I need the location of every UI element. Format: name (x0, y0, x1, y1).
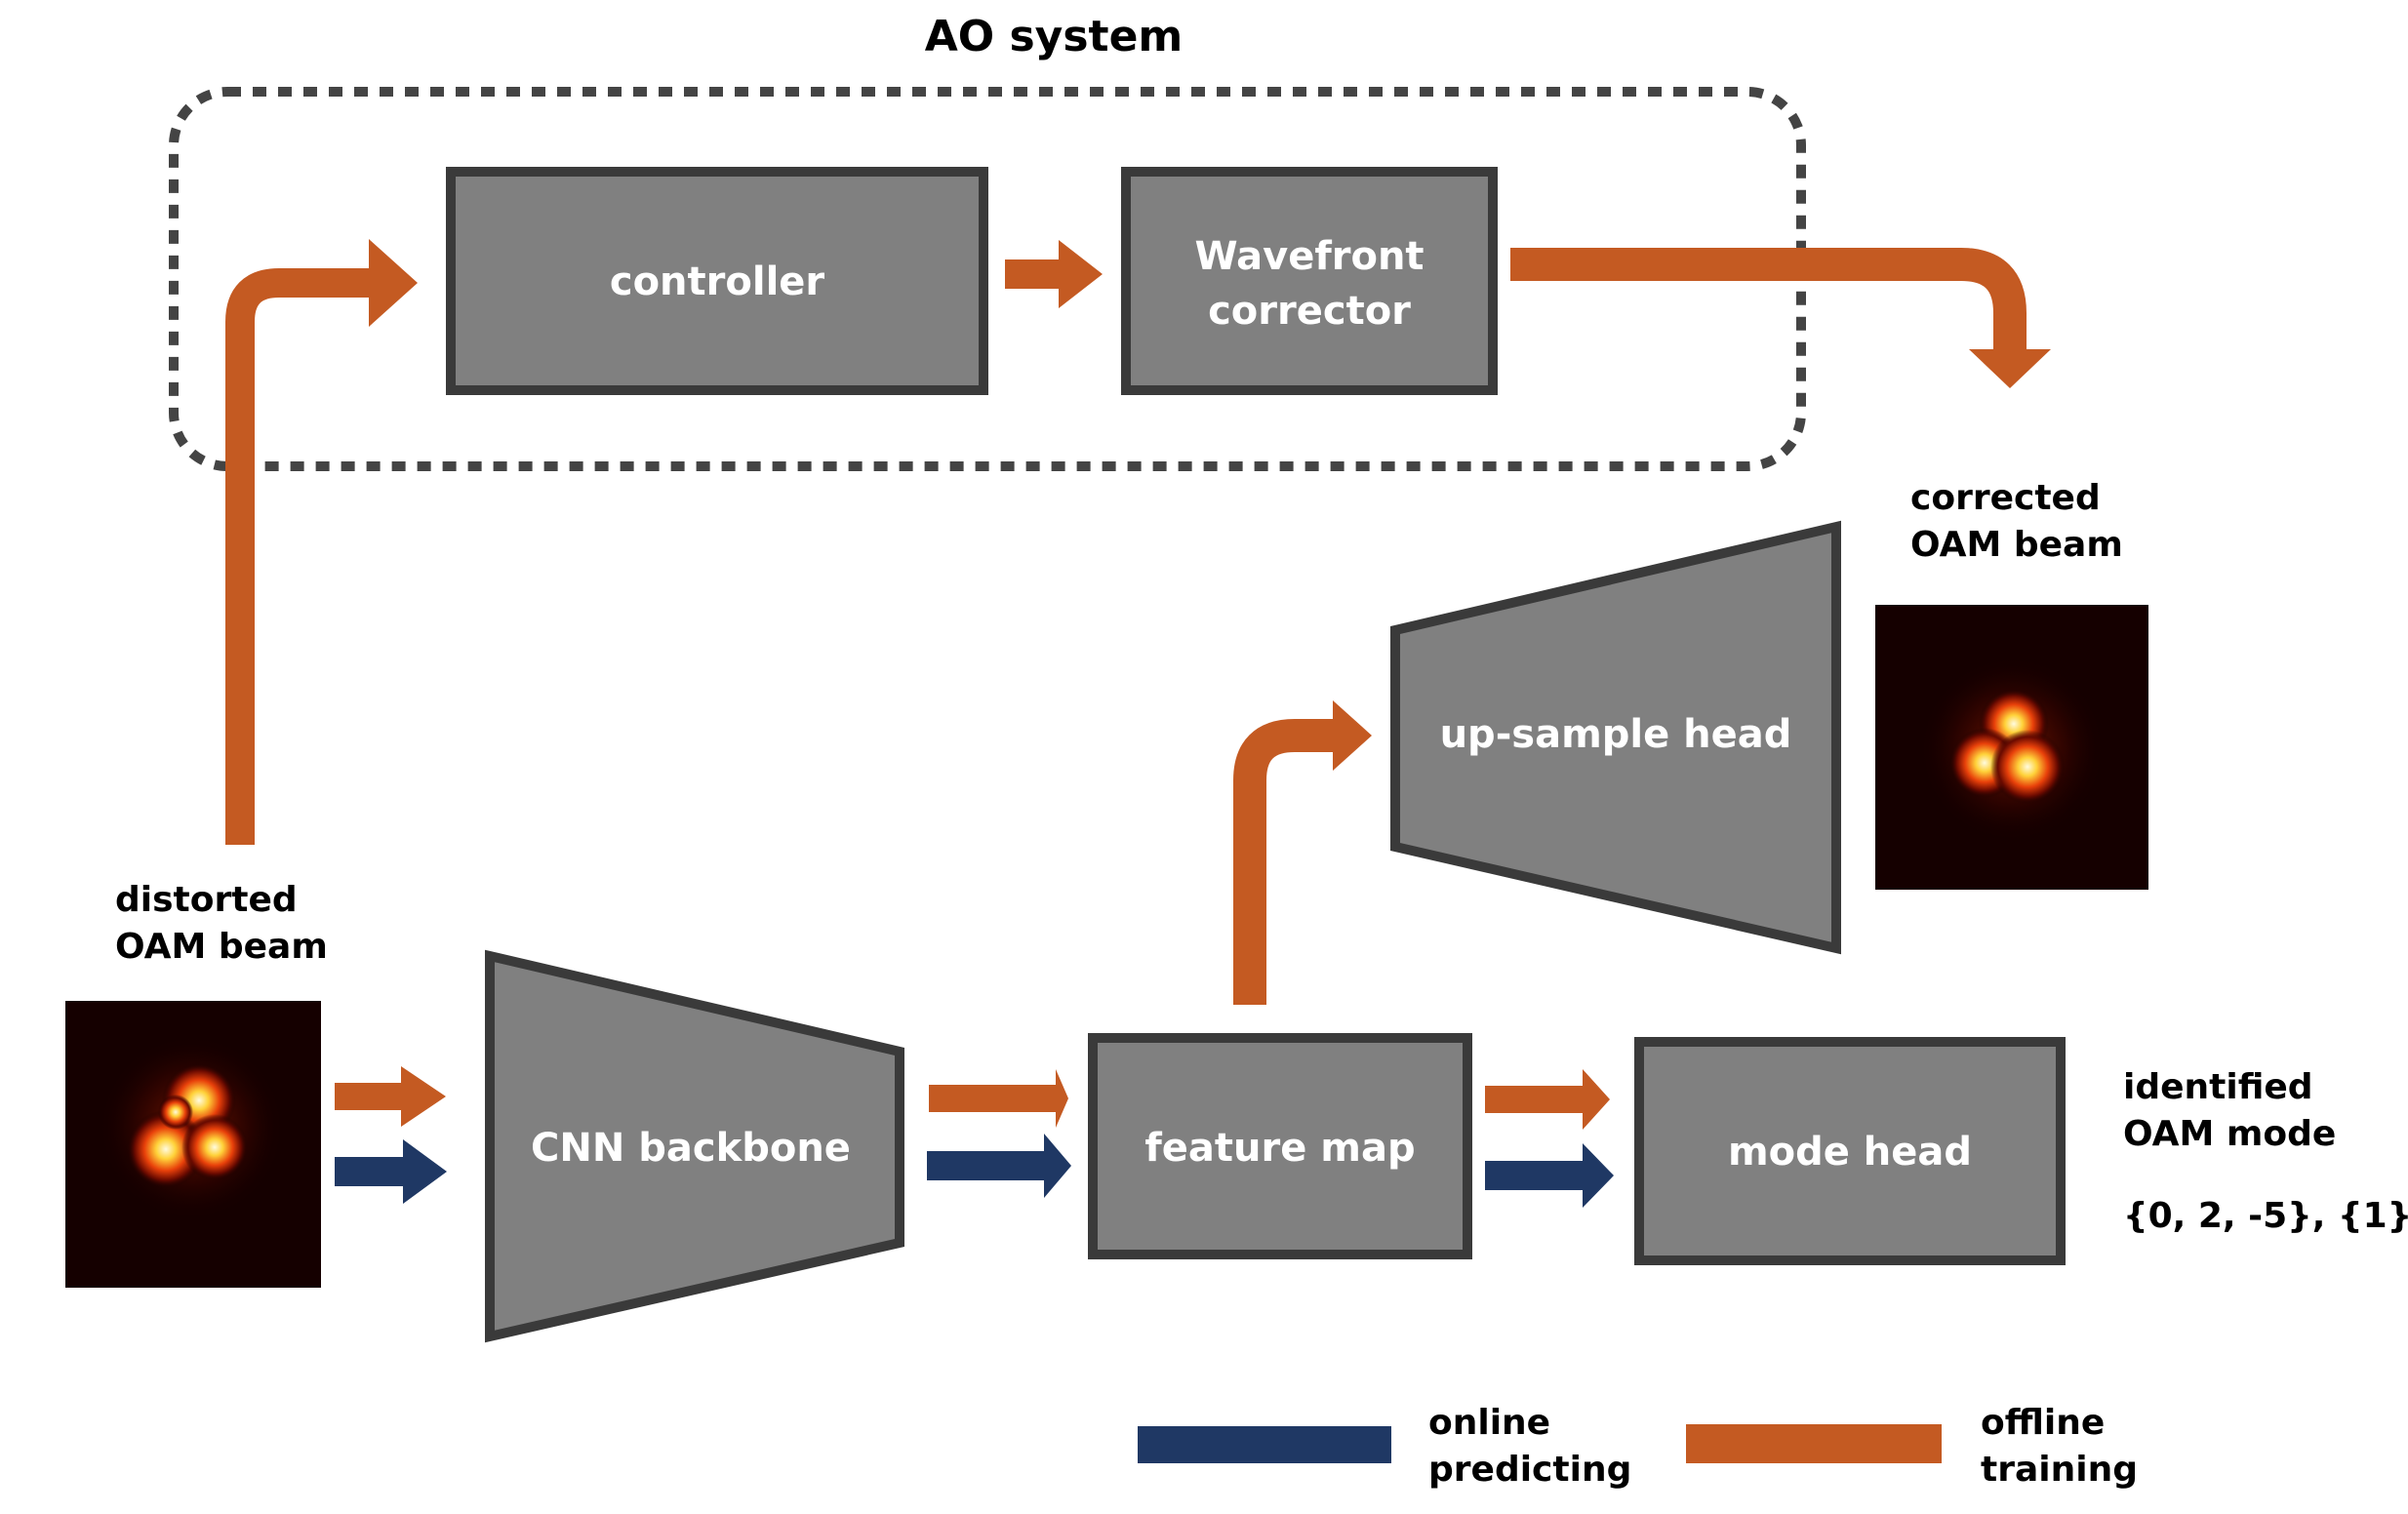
identified-label-line1: identified (2123, 1067, 2313, 1107)
upsample-label: up-sample head (1440, 712, 1792, 757)
wavefront-label-line1: Wavefront (1194, 234, 1424, 279)
corrected-label-line1: corrected (1910, 478, 2101, 518)
wavefront-label-line2: corrector (1208, 289, 1411, 334)
arrow-distorted-to-cnn-online (335, 1157, 403, 1186)
arrow-feature-to-mode-offline-head (1583, 1069, 1610, 1130)
online-arrows (335, 1134, 1614, 1208)
cnn-label: CNN backbone (531, 1126, 851, 1171)
arrow-distorted-to-controller (225, 268, 369, 845)
arrow-cnn-to-feature-offline-head (1056, 1069, 1068, 1128)
distorted-label-line1: distorted (115, 880, 298, 920)
arrow-wavefront-to-corrected-head (1969, 349, 2051, 388)
legend: online predicting offline training (1138, 1403, 2138, 1490)
legend-online-swatch (1138, 1426, 1391, 1463)
wavefront-corrector-box: Wavefront corrector (1121, 167, 1498, 395)
mode-values: {0, 2, -5}, {1} ... (2123, 1196, 2408, 1236)
arrow-cnn-to-feature-offline (929, 1085, 1056, 1112)
legend-online-line2: predicting (1428, 1450, 1631, 1490)
arrow-feature-to-mode-offline (1485, 1086, 1583, 1113)
feature-map-box: feature map (1088, 1033, 1472, 1259)
arrow-feature-to-upsample (1233, 719, 1335, 1005)
arrow-distorted-to-controller-head (369, 239, 418, 327)
feature-label: feature map (1144, 1126, 1415, 1171)
distorted-label-line2: OAM beam (115, 927, 328, 967)
mode-head-box: mode head (1634, 1037, 2066, 1265)
arrow-feature-to-mode-online (1485, 1161, 1583, 1190)
legend-online-line1: online (1428, 1403, 1550, 1443)
upsample-head: up-sample head (1390, 520, 1841, 955)
arrow-cnn-to-feature-online (927, 1151, 1044, 1180)
mode-head-label: mode head (1728, 1130, 1972, 1175)
ao-system-title: AO system (925, 12, 1184, 61)
controller-label: controller (610, 259, 825, 304)
arrow-controller-to-wavefront-head (1059, 240, 1103, 308)
cnn-backbone: CNN backbone (485, 949, 904, 1343)
legend-offline-line2: training (1981, 1450, 2138, 1490)
distorted-beam-image (65, 1001, 321, 1288)
arrow-distorted-to-cnn-offline-head (401, 1066, 446, 1127)
legend-offline-swatch (1686, 1424, 1942, 1463)
offline-arrows (225, 239, 2051, 1130)
corrected-label-line2: OAM beam (1910, 525, 2123, 565)
arrow-controller-to-wavefront (1005, 259, 1059, 289)
arrow-feature-to-upsample-head (1333, 700, 1372, 771)
controller-box: controller (446, 167, 988, 395)
arrow-cnn-to-feature-online-head (1044, 1134, 1071, 1198)
corrected-beam-image (1875, 605, 2148, 890)
arrow-distorted-to-cnn-online-head (403, 1139, 447, 1204)
arrow-feature-to-mode-online-head (1583, 1143, 1614, 1208)
legend-offline-line1: offline (1981, 1403, 2105, 1443)
arrow-wavefront-to-corrected (1510, 248, 2027, 351)
arrow-distorted-to-cnn-offline (335, 1083, 401, 1110)
identified-label-line2: OAM mode (2123, 1114, 2336, 1154)
